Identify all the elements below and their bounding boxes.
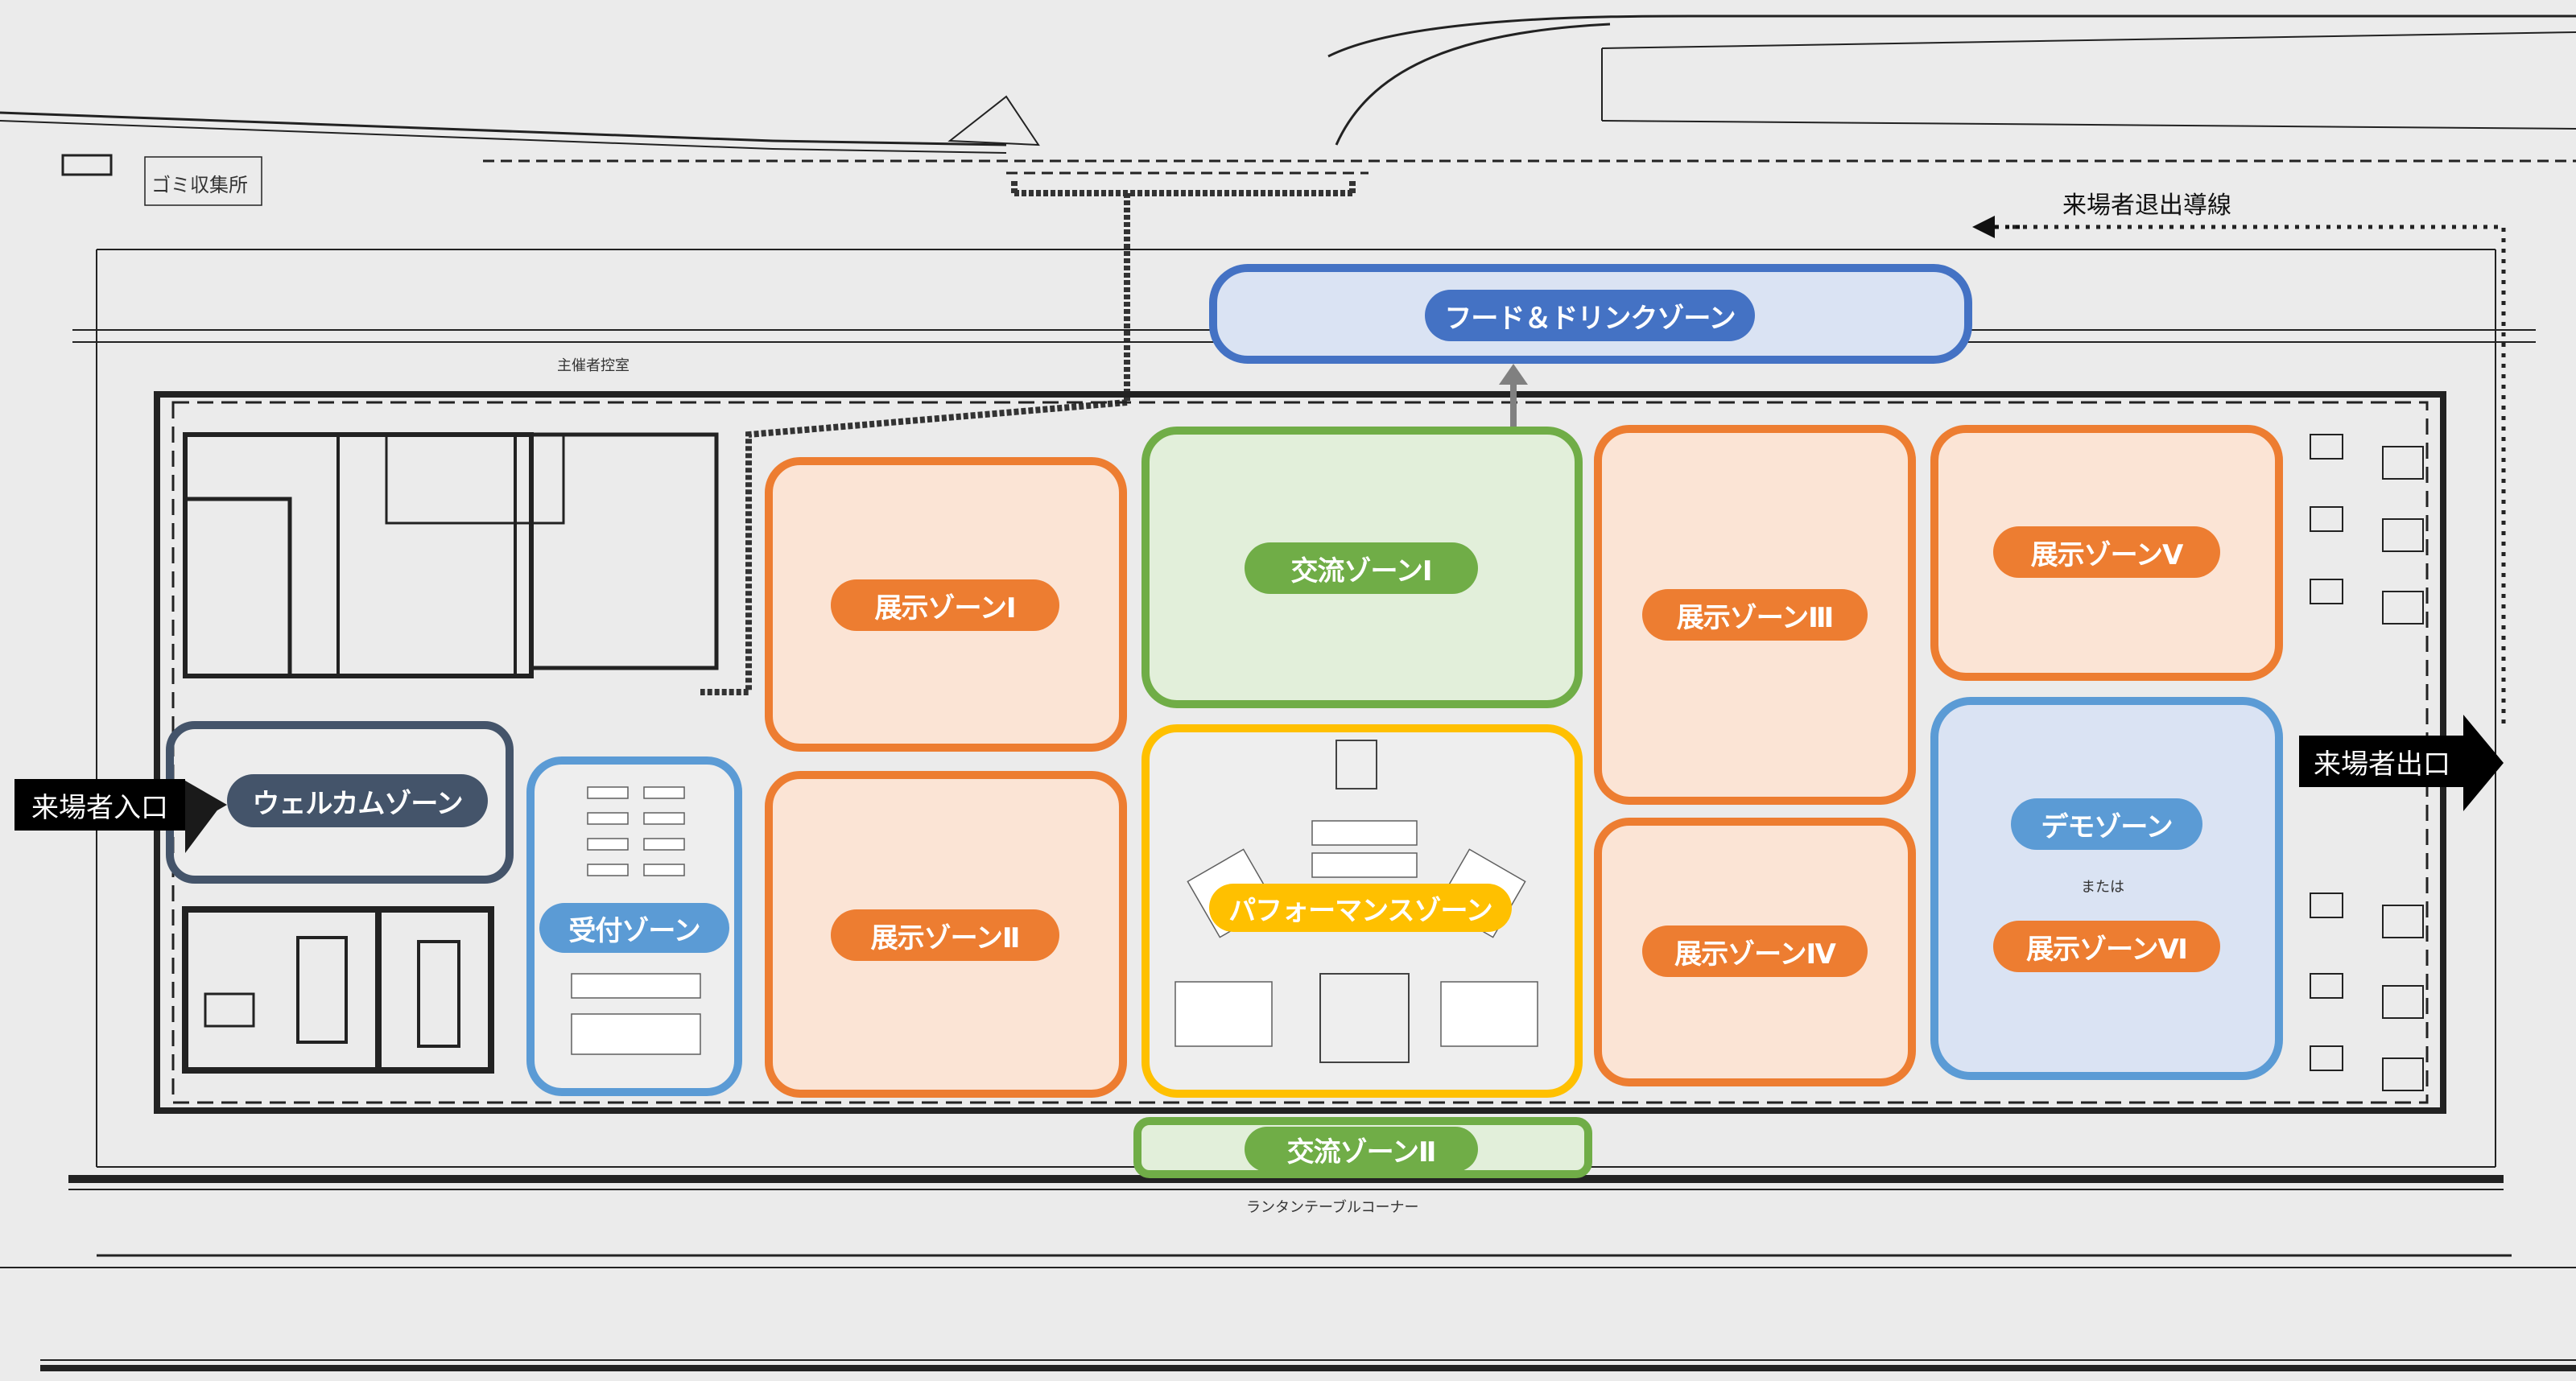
lantern-table-corner-label: ランタンテーブルコーナー (1246, 1199, 1419, 1216)
exhibit-zone-3-label: 展示ゾーンⅢ (1642, 589, 1868, 641)
exhibit-zone-1-label: 展示ゾーンⅠ (831, 579, 1059, 631)
exchange-zone-2-label: 交流ゾーンⅡ (1245, 1127, 1478, 1172)
performance-zone-label: パフォーマンスゾーン (1209, 884, 1512, 932)
exchange-zone-1[interactable] (1141, 427, 1583, 708)
entrance-sign: 来場者入口 (14, 779, 185, 831)
garbage-collection-label: ゴミ収集所 (151, 174, 248, 196)
reception-zone-label: 受付ゾーン (539, 903, 729, 953)
demo-zone-label: デモゾーン (2011, 798, 2202, 850)
exchange-zone-1-label: 交流ゾーンⅠ (1245, 542, 1478, 594)
exit-sign: 来場者出口 (2299, 736, 2465, 787)
welcome-zone-label: ウェルカムゾーン (227, 774, 488, 827)
food-drink-zone-label: フード＆ドリンクゾーン (1425, 290, 1755, 341)
exhibit-zone-5-label: 展示ゾーンⅤ (1993, 526, 2220, 578)
demo-zone-or-label: または (2081, 879, 2124, 896)
exhibit-zone-6-label: 展示ゾーンⅥ (1993, 921, 2220, 972)
exhibit-zone-4-label: 展示ゾーンⅣ (1642, 925, 1868, 977)
demo-zone[interactable] (1930, 697, 2283, 1080)
food-drink-zone[interactable] (1209, 264, 1972, 364)
organizer-room-label: 主催者控室 (557, 357, 630, 374)
exit-route-label: 来場者退出導線 (2062, 192, 2231, 220)
arrow-left-icon (1972, 216, 1995, 238)
exhibit-zone-2-label: 展示ゾーンⅡ (831, 909, 1059, 961)
